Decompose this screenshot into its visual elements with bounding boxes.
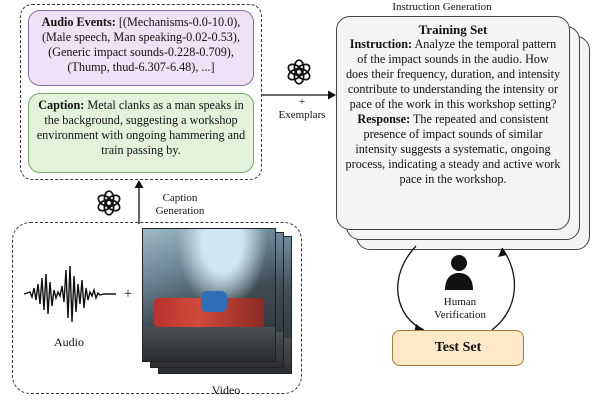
openai-logo-icon: [97, 190, 121, 216]
person-icon: [445, 255, 473, 290]
instruction-generation-label: Instruction Generation: [392, 1, 492, 13]
media-input-group: [12, 222, 302, 394]
video-label: Video: [211, 383, 241, 397]
plus-sign: +: [123, 286, 133, 302]
audio-events-text: [(Mechanisms-0.0-10.0), (Male speech, Ma…: [42, 15, 241, 74]
audio-label: Audio: [54, 335, 84, 349]
arrow-to-training: [262, 90, 336, 100]
instruction-text: Analyze the temporal pattern of the impa…: [345, 37, 561, 111]
caption-text: Metal clanks as a man speaks in the back…: [36, 98, 246, 157]
audio-events-label: Audio Events:: [41, 15, 116, 29]
exemplars-label: + Exemplars: [278, 96, 326, 121]
human-verification-label: Human Verification: [434, 296, 486, 321]
caption-generation-label: Caption Generation: [155, 192, 205, 217]
training-set-title: Training Set: [418, 22, 488, 37]
waveform-icon: [24, 265, 116, 323]
audio-events-box: Audio Events: [(Mechanisms-0.0-10.0), (M…: [28, 10, 254, 86]
video-frame-front: [142, 228, 276, 362]
response-label: Response:: [357, 112, 411, 126]
caption-box: Caption: Metal clanks as a man speaks in…: [28, 93, 254, 173]
arrow-to-caption: [134, 180, 144, 224]
test-set-box: Test Set: [392, 330, 524, 366]
response-text: The repeated and consistent presence of …: [345, 112, 561, 186]
caption-label: Caption:: [38, 98, 85, 112]
instruction-label: Instruction:: [349, 37, 413, 51]
openai-logo-icon: [287, 59, 311, 85]
text-annotations-group: [20, 4, 262, 180]
training-set-card: Training Set Instruction: Analyze the te…: [336, 16, 570, 230]
